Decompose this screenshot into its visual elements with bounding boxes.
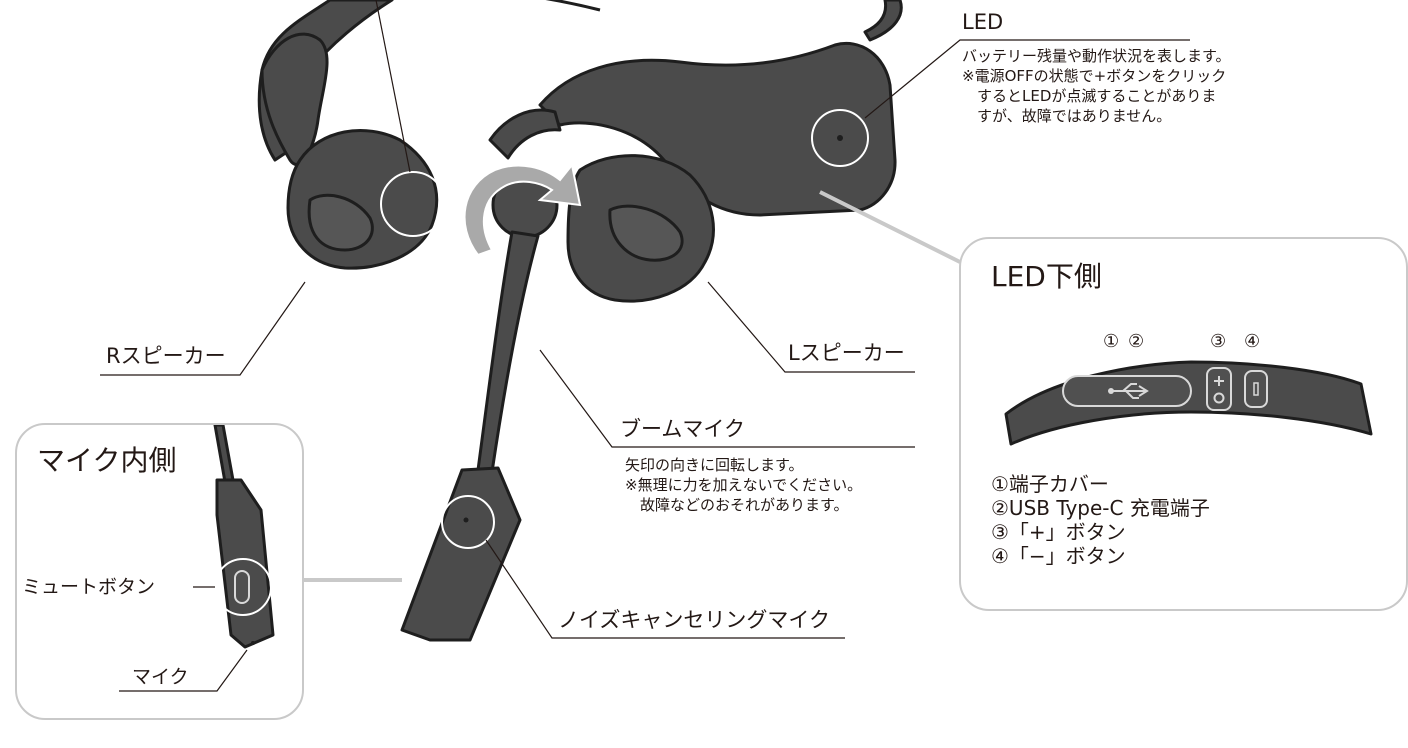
leader-led: [864, 39, 1190, 119]
led-underside-illustration: [1004, 360, 1373, 446]
boom-note-line: ※無理に力を加えないでください。: [625, 476, 863, 494]
right-speaker-body: [257, 0, 439, 270]
noise-mic-label: ノイズキャンセリングマイク: [558, 608, 830, 632]
boom-mic-label: ブームマイク: [620, 417, 745, 441]
led-note-line: するとLEDが点滅することがありま: [962, 87, 1217, 105]
boom-note-line: 矢印の向きに回転します。: [625, 456, 804, 474]
led-note-line: すが、故障ではありません。: [962, 107, 1172, 125]
boom-mic-notes: 矢印の向きに回転します。 ※無理に力を加えないでください。 故障などのおそれがあ…: [625, 455, 862, 515]
leader-boom: [539, 349, 915, 448]
mic-inside-illustration: [119, 425, 275, 692]
mic-inside-title: マイク内側: [37, 444, 177, 477]
marker-1: ①: [1103, 331, 1120, 352]
marker-3: ③: [1210, 331, 1227, 352]
noise-mic-highlight: [441, 495, 495, 549]
right-button-highlight: [380, 171, 446, 237]
led-title: LED: [962, 10, 1004, 34]
mute-button: [234, 570, 250, 604]
leader-noise-mic: [485, 539, 845, 639]
leader-l-speaker: [707, 281, 915, 373]
led-underside-title: LED下側: [991, 260, 1102, 293]
mute-button-label: ミュートボタン: [22, 576, 156, 598]
led-dot: [837, 135, 843, 141]
marker-4: ④: [1244, 331, 1261, 352]
marker-2: ②: [1128, 331, 1145, 352]
led-underside-inset: LED下側 ① ② ③ ④ ①端子カバー ②USB Type-C 充電端子 ③「…: [959, 237, 1408, 611]
led-notes: バッテリー残量や動作状況を表します。 ※電源OFFの状態で+ボタンをクリック す…: [962, 46, 1231, 126]
minus-button: [1244, 370, 1268, 408]
part-item: ②USB Type-C 充電端子: [991, 496, 1210, 520]
left-speaker-body: [488, 0, 903, 303]
part-item: ④「−」ボタン: [991, 544, 1126, 568]
leader-top-button: [375, 0, 411, 173]
part-item: ③「+」ボタン: [991, 520, 1126, 544]
led-underside-connector: [819, 190, 961, 264]
usb-icon: [1111, 383, 1149, 399]
mic-label: マイク: [132, 666, 189, 688]
plus-button: [1206, 367, 1232, 411]
led-note-line: ※電源OFFの状態で+ボタンをクリック: [962, 67, 1227, 85]
boom-note-line: 故障などのおそれがあります。: [625, 496, 849, 514]
led-note-line: バッテリー残量や動作状況を表します。: [962, 47, 1231, 65]
led-underside-parts: ①端子カバー ②USB Type-C 充電端子 ③「+」ボタン ④「−」ボタン: [991, 472, 1210, 568]
mic-hole: [251, 641, 255, 645]
leader-r-speaker: [100, 281, 306, 376]
mic-inside-inset: マイク内側 ミュートボタン マイク: [15, 423, 304, 720]
led-highlight: [811, 109, 869, 167]
l-speaker-label: Lスピーカー: [788, 341, 905, 365]
noise-mic-dot: [463, 517, 469, 523]
r-speaker-label: Rスピーカー: [106, 344, 226, 368]
part-item: ①端子カバー: [991, 472, 1109, 496]
leader-mic: [119, 649, 248, 692]
boom-mic-body: [400, 171, 559, 642]
rotation-arrow: [463, 162, 582, 257]
